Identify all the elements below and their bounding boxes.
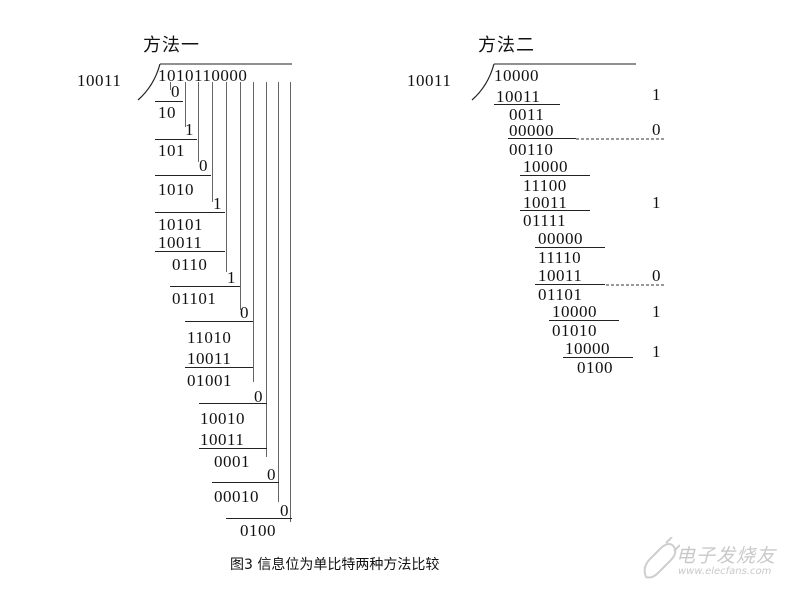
- m2-rule: [563, 357, 633, 358]
- watermark-logo: 电子发烧友 www.elecfans.com: [640, 535, 780, 585]
- m2-row: 0100: [577, 358, 613, 377]
- guide-line: [185, 82, 186, 127]
- m2-bit: 1: [652, 85, 661, 104]
- m1-row: 10: [158, 103, 176, 122]
- m1-row: 10010: [200, 409, 245, 428]
- m1-rule: [155, 139, 197, 140]
- m1-row: 11010: [187, 328, 232, 347]
- guide-line: [253, 82, 254, 382]
- m1-row: 1010: [158, 180, 194, 199]
- guide-line: [198, 82, 199, 162]
- m2-rule: [520, 175, 590, 176]
- m2-row: 00110: [509, 140, 554, 159]
- method1-dividend: 1010110000: [158, 66, 248, 85]
- m2-row: 10000: [523, 157, 568, 176]
- method1-divisor: 10011: [77, 71, 122, 90]
- m1-rule: [155, 251, 225, 252]
- m1-row: 10011: [187, 349, 232, 368]
- m1-rule: [212, 482, 279, 483]
- m1-rule: [155, 101, 183, 102]
- plug-icon: [643, 537, 680, 579]
- m1-row: 10101: [158, 215, 203, 234]
- m1-rule: [199, 448, 267, 449]
- m1-row: 1: [185, 120, 194, 139]
- m2-rule: [535, 247, 605, 248]
- m1-row: 01101: [172, 289, 217, 308]
- m2-row: 10011: [523, 193, 568, 212]
- m1-row: 0: [254, 387, 263, 406]
- m2-rule: [508, 138, 576, 139]
- m2-row: 10011: [538, 266, 583, 285]
- m2-row: 11110: [538, 248, 582, 267]
- m1-row: 00010: [214, 487, 259, 506]
- m2-row: 01010: [552, 321, 597, 340]
- m1-rule: [155, 175, 211, 176]
- guide-line: [212, 82, 213, 202]
- m1-row: 0: [199, 156, 208, 175]
- m2-rule: [520, 210, 590, 211]
- guide-line: [170, 82, 171, 90]
- m2-bit: 1: [652, 193, 661, 212]
- m2-row: 0011: [509, 105, 545, 124]
- m2-bit: 1: [652, 342, 661, 361]
- m1-row: 0001: [214, 452, 250, 471]
- guide-line: [266, 82, 267, 457]
- m1-row: 10011: [158, 233, 203, 252]
- m2-rule: [535, 284, 605, 285]
- m1-row: 101: [158, 141, 185, 160]
- m2-row: 10000: [565, 339, 610, 358]
- guide-line: [240, 82, 241, 310]
- m1-rule: [199, 403, 267, 404]
- m1-row: 0110: [172, 255, 208, 274]
- m1-row: 1: [227, 268, 236, 287]
- watermark-url: www.elecfans.com: [678, 566, 772, 577]
- m2-bit: 0: [652, 120, 661, 139]
- m1-rule: [155, 212, 225, 213]
- m1-row: 1: [213, 194, 222, 213]
- method2-divisor: 10011: [407, 71, 452, 90]
- m1-row: 0: [171, 82, 180, 101]
- m1-rule: [170, 286, 240, 287]
- m1-rule: [226, 518, 292, 519]
- m1-row: 0: [240, 303, 249, 322]
- m1-rule: [185, 367, 253, 368]
- m2-bit: 0: [652, 266, 661, 285]
- method2-dividend: 10000: [494, 66, 539, 85]
- m2-row: 00000: [509, 121, 554, 140]
- m2-rule: [549, 320, 619, 321]
- method1-title: 方法一: [143, 35, 200, 56]
- m2-row: 10000: [552, 302, 597, 321]
- m2-rule: [494, 104, 560, 105]
- method2-title: 方法二: [478, 35, 535, 56]
- guide-line: [290, 82, 291, 522]
- m1-row: 10011: [200, 430, 245, 449]
- m1-row: 0: [267, 465, 276, 484]
- m2-bit: 1: [652, 302, 661, 321]
- m2-row: 10011: [496, 87, 541, 106]
- m1-row: 01001: [187, 371, 232, 390]
- watermark-text: 电子发烧友: [676, 545, 777, 567]
- figure-caption: 图3 信息位为单比特两种方法比较: [230, 557, 440, 573]
- m1-rule: [185, 321, 253, 322]
- m1-row: 0100: [240, 521, 276, 540]
- guide-line: [226, 82, 227, 272]
- m2-row: 11100: [523, 176, 567, 195]
- guide-line: [278, 82, 279, 502]
- m2-row: 01101: [538, 285, 583, 304]
- m1-row: 0: [280, 501, 289, 520]
- m2-row: 00000: [538, 229, 583, 248]
- m2-row: 01111: [523, 211, 567, 230]
